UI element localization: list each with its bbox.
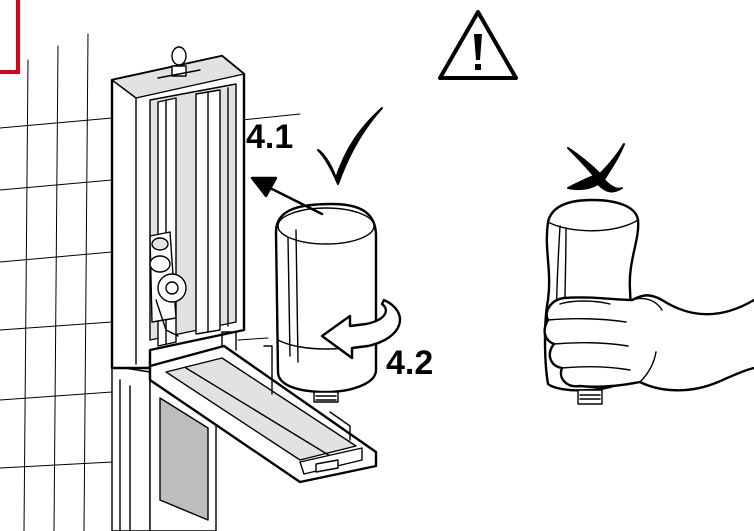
pump-mechanism (149, 231, 187, 337)
rotation-arrow (320, 298, 402, 360)
insertion-arrow (250, 176, 324, 216)
dispenser-cabinet (110, 46, 246, 531)
hand (543, 294, 754, 392)
check-mark-icon (317, 107, 383, 185)
red-corner-frame (0, 0, 20, 74)
cross-mark-icon (567, 143, 625, 193)
step-label-4-2: 4.2 (386, 344, 433, 382)
cartridge-bottle-correct (274, 202, 378, 403)
warning-triangle-icon (438, 10, 518, 80)
step-label-4-1: 4.1 (246, 118, 293, 156)
open-door-tray (148, 331, 378, 484)
wall-tiles (0, 33, 301, 531)
